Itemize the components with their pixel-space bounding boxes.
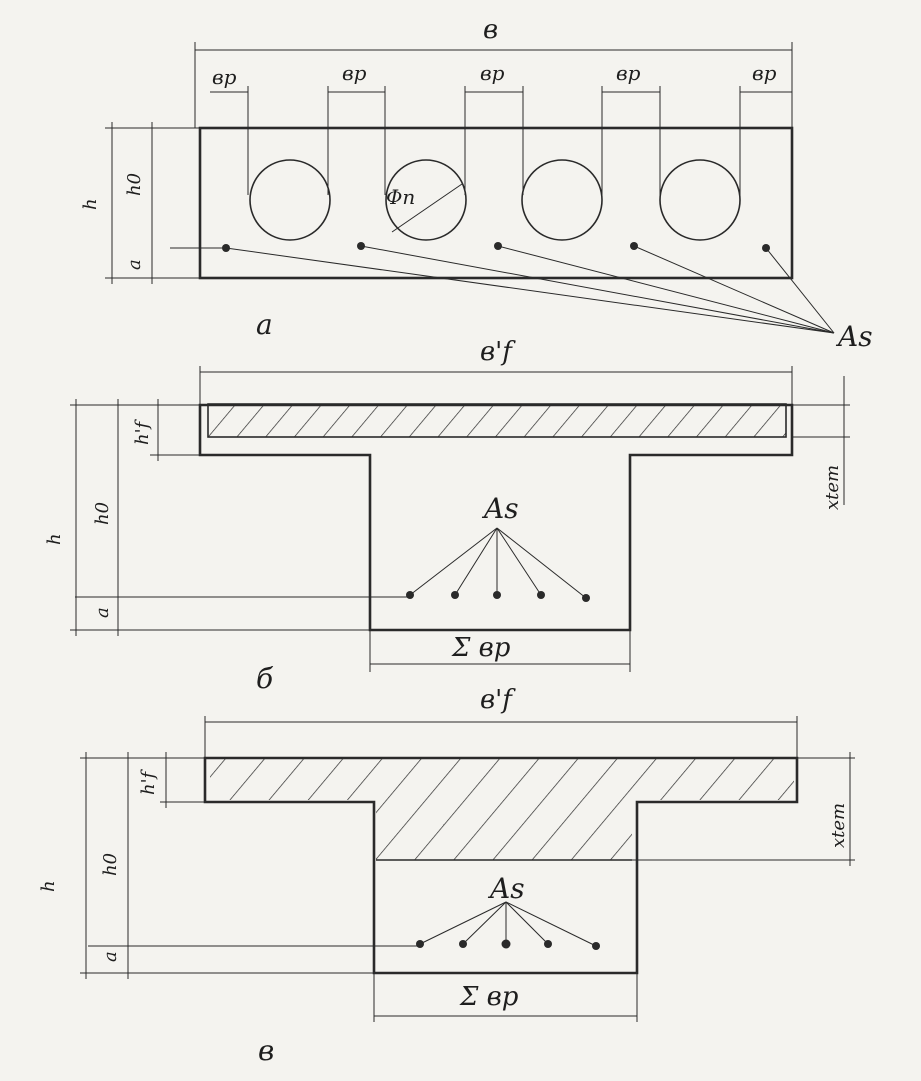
rib-label-a-3: вр — [480, 61, 505, 85]
void-diameter-label: Φп — [386, 185, 415, 209]
compression-zone-label-b: xtem — [822, 465, 843, 510]
caption-b: б — [256, 662, 274, 695]
effective-depth-label-c: h0 — [100, 853, 121, 876]
hollow-slab-outline — [198, 126, 794, 280]
rib-label-a-5: вр — [752, 61, 777, 85]
rebar-leaders-b — [75, 527, 587, 599]
cover-label-c: а — [100, 951, 121, 962]
compression-zone-b — [207, 403, 787, 438]
cover-label-b: а — [92, 607, 113, 618]
rib-sum-label-c: Σ вр — [459, 982, 519, 1012]
rebar-leaders-c — [88, 901, 597, 947]
compression-zone-c — [210, 758, 794, 860]
rib-label-a-2: вр — [342, 61, 367, 85]
rib-label-a-1: вр — [212, 65, 237, 89]
rebar-label-a: As — [835, 320, 873, 353]
height-dimensions-a — [105, 122, 200, 284]
void-circle-4 — [659, 159, 741, 241]
void-circle-2 — [385, 159, 467, 241]
rebar-label-b: As — [481, 492, 519, 525]
rib-label-a-4: вр — [616, 61, 641, 85]
effective-depth-label-a: h0 — [124, 173, 145, 196]
void-circle-1 — [249, 159, 331, 241]
flange-width-label-c: в'f — [480, 685, 516, 715]
height-dimensions-b — [70, 399, 370, 636]
rebar-leaders-a — [170, 245, 835, 334]
flange-width-label-b: в'f — [480, 337, 516, 367]
height-label-b: h — [44, 533, 65, 545]
compression-zone-label-c: xtem — [828, 803, 849, 848]
flange-thickness-label-c: h'f — [138, 768, 159, 795]
section-b: в'f xtem As Σ вр — [44, 337, 850, 695]
rib-sum-label-b: Σ вр — [451, 633, 511, 663]
caption-c: в — [258, 1034, 274, 1067]
rebar-label-c: As — [487, 872, 525, 905]
rib-dimensions-a — [210, 86, 792, 195]
caption-a: а — [256, 308, 273, 341]
flange-thickness-label-b: h'f — [132, 418, 153, 445]
void-diameter-line — [391, 183, 463, 233]
width-label-a: в — [483, 15, 498, 45]
void-circle-3 — [521, 159, 603, 241]
height-dimensions-c — [80, 752, 374, 979]
height-label-a: h — [80, 198, 101, 210]
height-label-c: h — [38, 880, 59, 892]
cover-label-a: а — [124, 259, 145, 270]
effective-depth-label-b: h0 — [92, 502, 113, 525]
section-c: в'f xtem As Σ вр — [38, 685, 855, 1067]
section-a: в вр вр вр вр вр Φп — [80, 15, 873, 353]
